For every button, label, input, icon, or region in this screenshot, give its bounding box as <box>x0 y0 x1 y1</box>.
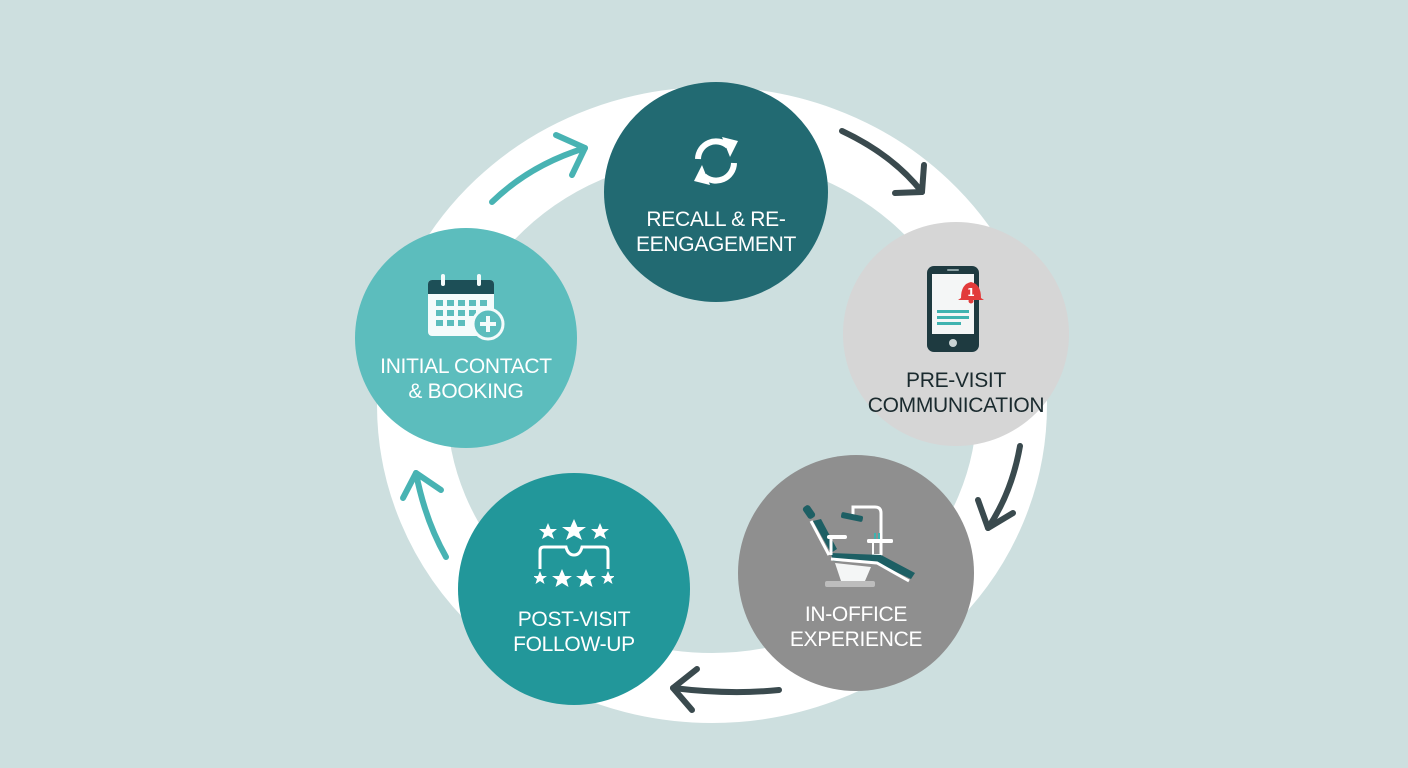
stage-label: Recall & Re- Eengagement <box>635 208 797 256</box>
stage-pre-visit-communication[interactable]: 1 Pre-Visit Communication <box>843 222 1069 446</box>
stage-post-visit-follow-up[interactable]: Post-Visit Follow-Up <box>458 473 690 705</box>
review-stars-icon <box>534 519 614 587</box>
arrow-previsit-to-inoffice <box>975 443 1023 531</box>
stage-label: Pre-Visit Communication <box>867 369 1045 417</box>
notification-bell-icon: 1 <box>958 282 984 304</box>
arrow-post-to-initial <box>400 470 449 560</box>
calendar-add-icon <box>428 274 505 341</box>
stage-in-office-experience[interactable]: In-Office Experience <box>738 455 974 691</box>
dental-chair-icon <box>802 504 915 587</box>
refresh-icon <box>694 137 738 185</box>
stage-label: Initial Contact & Booking <box>380 355 552 403</box>
arrow-inoffice-to-post <box>670 666 782 713</box>
smartphone-notification-icon: 1 <box>927 266 984 352</box>
stage-initial-contact-booking[interactable]: Initial Contact & Booking <box>355 228 577 448</box>
notification-badge: 1 <box>967 286 975 299</box>
arrow-recall-to-previsit <box>839 128 927 196</box>
stage-recall-reengagement[interactable]: Recall & Re- Eengagement <box>604 82 828 302</box>
stage-label: Post-Visit Follow-Up <box>513 608 635 656</box>
stage-label: In-Office Experience <box>789 602 923 651</box>
arrow-initial-to-recall <box>489 132 588 205</box>
